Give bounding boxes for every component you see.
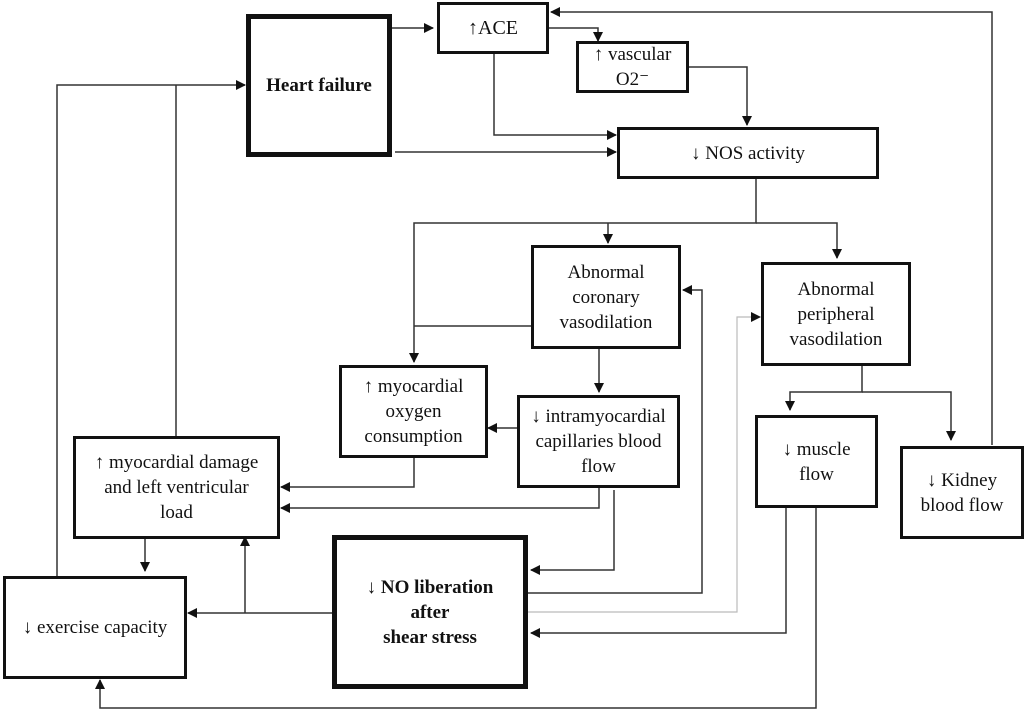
edge-muscle-no (530, 508, 787, 638)
node-label: ↓ NOS activity (691, 142, 805, 164)
node-myocardial-damage: ↑ myocardial damage and left ventricular… (73, 436, 280, 539)
node-kidney-flow: ↓ Kidney blood flow (900, 446, 1024, 539)
node-heart-failure: Heart failure (246, 14, 392, 157)
edge-ace-vascular (548, 27, 603, 42)
node-label: ↓ Kidney blood flow (920, 469, 1004, 516)
node-exercise-capacity: ↓ exercise capacity (3, 576, 187, 679)
node-no-liberation: ↓ NO liberation after shear stress (332, 535, 528, 689)
edge-exercise-hf (56, 80, 246, 577)
edge-nos-split (409, 178, 757, 363)
edge-nos-peripheral (756, 222, 842, 259)
edge-ace-nos (493, 53, 617, 140)
node-label: Heart failure (266, 75, 372, 96)
node-label: ↓ intramyocardial capillaries blood flow (531, 406, 666, 477)
node-label: Abnormal coronary vasodilation (559, 261, 653, 333)
node-nos-activity: ↓ NOS activity (617, 127, 879, 179)
edge-oxygen-damage (280, 457, 415, 492)
node-label: ↑ myocardial damage and left ventricular… (94, 452, 259, 523)
node-label: Abnormal peripheral vasodilation (789, 278, 883, 350)
node-peripheral-vasodilation: Abnormal peripheral vasodilation (761, 262, 911, 366)
edge-kidney-ace (550, 7, 993, 445)
edge-muscle-exercise (95, 508, 817, 709)
edge-intra-damage (280, 487, 600, 513)
edge-no-coronary (527, 285, 703, 594)
edge-peripheral-split (785, 363, 863, 411)
node-ace: ↑ACE (437, 2, 549, 54)
node-myocardial-oxygen: ↑ myocardial oxygen consumption (339, 365, 488, 458)
node-intramyocardial-flow: ↓ intramyocardial capillaries blood flow (517, 395, 680, 488)
node-label: ↓ exercise capacity (22, 617, 168, 638)
edge-peripheral-kidney (862, 391, 956, 441)
edge-vascular-nos (687, 66, 752, 126)
edge-intra-no (530, 490, 615, 575)
node-label: ↑ vascular O2⁻ (593, 44, 672, 90)
edge-no-peripheral (527, 312, 761, 613)
node-muscle-flow: ↓ muscle flow (755, 415, 878, 508)
node-label: ↑ACE (468, 16, 518, 39)
node-label: ↓ NO liberation after shear stress (366, 576, 494, 648)
node-vascular-o2: ↑ vascular O2⁻ (576, 41, 689, 93)
node-label: ↓ muscle flow (782, 438, 851, 485)
node-coronary-vasodilation: Abnormal coronary vasodilation (531, 245, 681, 349)
node-label: ↑ myocardial oxygen consumption (363, 376, 464, 447)
